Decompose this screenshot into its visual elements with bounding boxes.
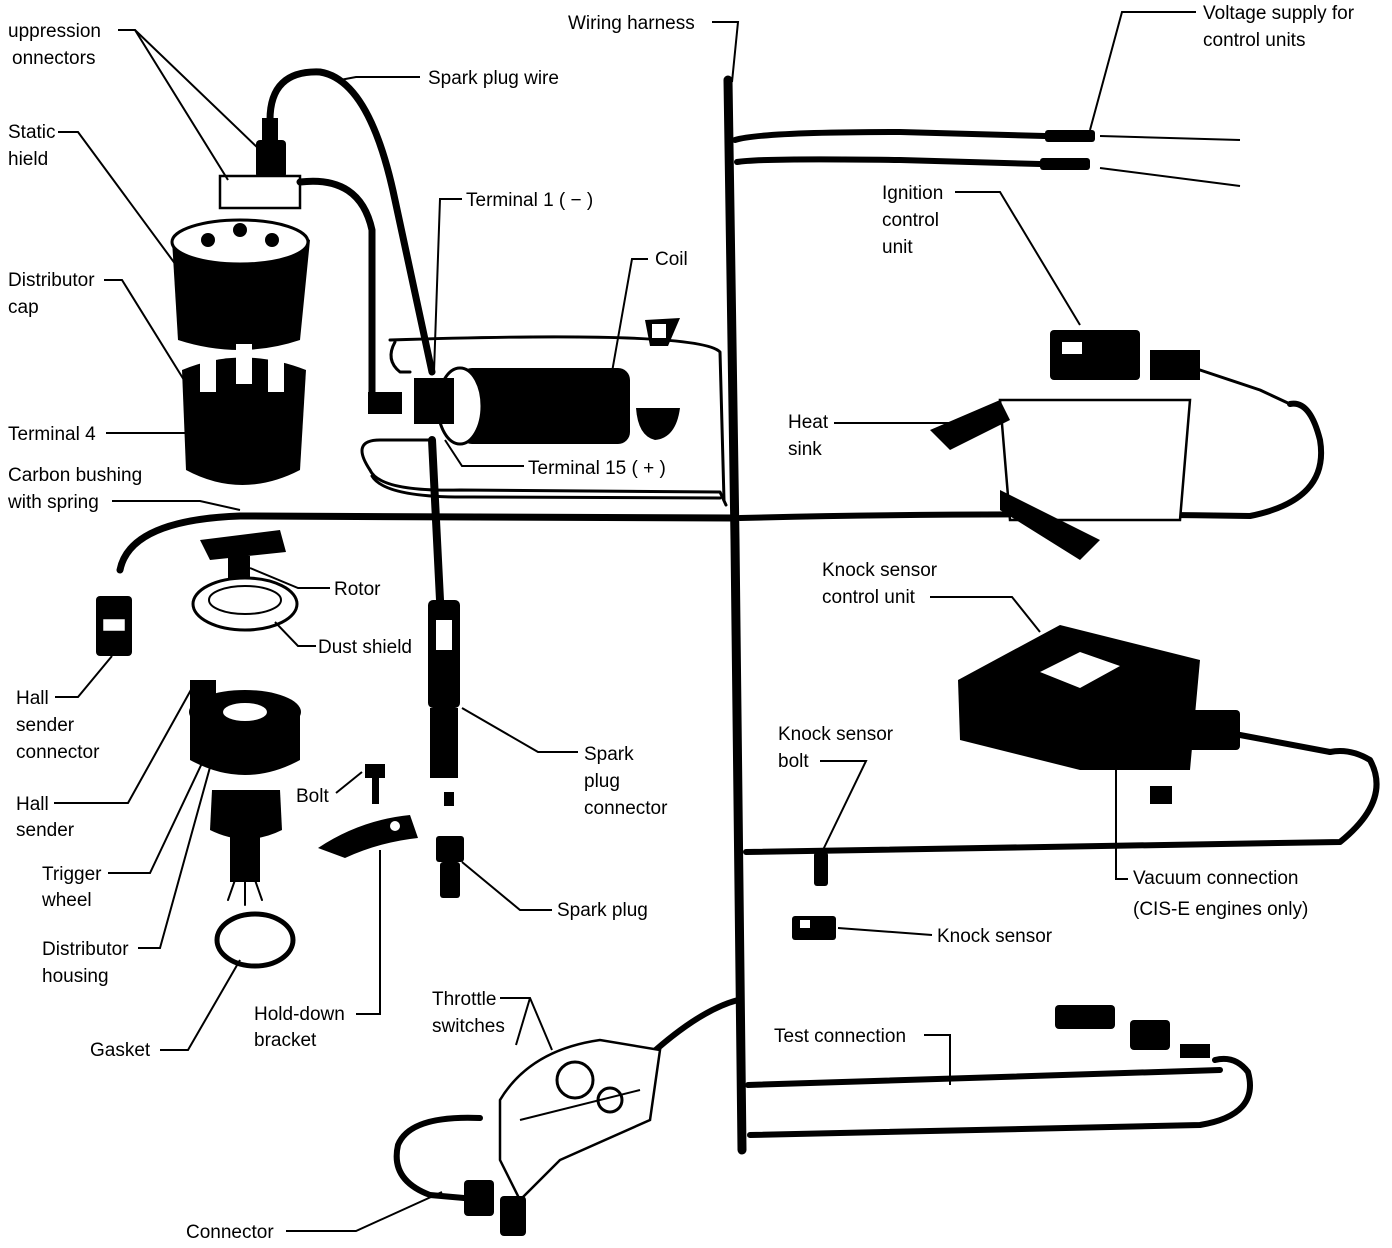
label-wiring-harness: Wiring harness	[568, 13, 695, 34]
label-carbon-bushing-2: with spring	[7, 492, 99, 513]
throttle-switches	[427, 1038, 662, 1236]
label-static-shield-1: Static	[8, 122, 56, 143]
label-voltage-supply-2: control units	[1203, 30, 1305, 51]
connectors-right	[1040, 130, 1241, 1058]
label-dust-shield: Dust shield	[318, 637, 412, 658]
label-throttle-switches-1: Throttle	[432, 989, 496, 1010]
labels: uppression onnectors Static hield Distri…	[7, 3, 1355, 1243]
label-suppression-connectors-2: onnectors	[12, 48, 95, 69]
label-hold-down-bracket-2: bracket	[254, 1030, 317, 1051]
ignition-coil	[368, 318, 680, 446]
label-gasket: Gasket	[90, 1040, 151, 1061]
label-hall-sender-1: Hall	[16, 794, 49, 815]
label-ignition-control-unit-3: unit	[882, 237, 913, 258]
label-coil: Coil	[655, 249, 688, 270]
label-terminal-4: Terminal 4	[8, 424, 96, 445]
label-spark-plug-connector-2: plug	[584, 771, 620, 792]
label-knock-sensor: Knock sensor	[937, 926, 1053, 947]
label-trigger-wheel-1: Trigger	[42, 864, 102, 885]
knock-sensor	[792, 852, 836, 940]
label-carbon-bushing-1: Carbon bushing	[8, 465, 142, 486]
label-terminal-15: Terminal 15 ( + )	[528, 458, 666, 479]
label-spark-plug-wire: Spark plug wire	[428, 68, 559, 89]
ignition-control-unit	[930, 330, 1292, 560]
label-throttle-switches-2: switches	[432, 1016, 505, 1037]
label-spark-plug-connector-3: connector	[584, 798, 668, 819]
label-knock-sensor-control-unit-1: Knock sensor	[822, 560, 938, 581]
label-test-connection: Test connection	[774, 1026, 906, 1047]
spark-plug-assembly	[428, 436, 464, 898]
label-trigger-wheel-2: wheel	[41, 890, 92, 911]
label-knock-sensor-bolt-2: bolt	[778, 751, 809, 772]
label-knock-sensor-control-unit-2: control unit	[822, 587, 916, 608]
label-hall-sender-connector-1: Hall	[16, 688, 49, 709]
label-hall-sender-connector-3: connector	[16, 742, 100, 763]
label-rotor: Rotor	[334, 579, 381, 600]
label-distributor-cap-1: Distributor	[8, 270, 95, 291]
label-ignition-control-unit-2: control	[882, 210, 939, 231]
label-heat-sink-1: Heat	[788, 412, 829, 433]
label-distributor-cap-2: cap	[8, 297, 39, 318]
label-terminal-1: Terminal 1 ( − )	[466, 190, 593, 211]
label-suppression-connectors-1: uppression	[8, 21, 101, 42]
label-spark-plug: Spark plug	[557, 900, 648, 921]
leader-lines	[54, 11, 1196, 1232]
label-vacuum-connection-2: (CIS-E engines only)	[1133, 899, 1308, 920]
label-voltage-supply-1: Voltage supply for	[1203, 3, 1355, 24]
label-spark-plug-connector-1: Spark	[584, 744, 634, 765]
label-vacuum-connection-1: Vacuum connection	[1133, 868, 1298, 889]
distributor-assembly	[96, 68, 436, 969]
label-hall-sender-connector-2: sender	[16, 715, 75, 736]
label-ignition-control-unit-1: Ignition	[882, 183, 943, 204]
label-hall-sender-2: sender	[16, 820, 75, 841]
label-static-shield-2: hield	[8, 149, 48, 170]
label-distributor-housing-2: housing	[42, 966, 109, 987]
knock-sensor-control-unit	[958, 625, 1333, 804]
label-connector: Connector	[186, 1222, 274, 1243]
label-hold-down-bracket-1: Hold-down	[254, 1004, 345, 1025]
label-bolt: Bolt	[296, 786, 329, 807]
label-distributor-housing-1: Distributor	[42, 939, 129, 960]
label-heat-sink-2: sink	[788, 439, 822, 460]
wiring-harness	[116, 75, 1380, 1198]
label-knock-sensor-bolt-1: Knock sensor	[778, 724, 894, 745]
